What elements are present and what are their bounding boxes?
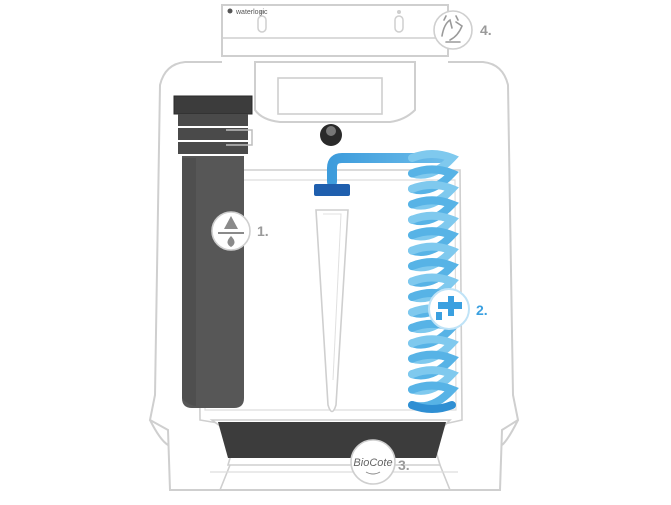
callout-4: 4. xyxy=(433,10,492,50)
coil-turn xyxy=(408,227,459,256)
coil-turn xyxy=(408,335,459,364)
brand-logo-icon xyxy=(227,8,233,14)
coil-turn xyxy=(408,150,459,179)
coil-turn xyxy=(408,196,459,226)
biocote-logo: BioCote xyxy=(353,457,393,475)
callout-1-number: 1. xyxy=(257,223,269,239)
callout-3-number: 3. xyxy=(398,457,410,473)
biocote-label: BioCote xyxy=(353,457,392,469)
coil-turn xyxy=(408,211,459,241)
coil-base xyxy=(408,401,456,413)
uv-probe xyxy=(315,209,349,413)
top-panel: waterlogic xyxy=(221,4,449,57)
callout-2-number: 2. xyxy=(476,302,488,318)
coil-turn xyxy=(408,258,459,287)
callout-2: 2. xyxy=(428,288,488,330)
coil-turn xyxy=(408,350,459,380)
dispense-button xyxy=(320,124,342,146)
coil-turn xyxy=(408,273,459,303)
filter-cartridge xyxy=(173,95,253,408)
display-housing xyxy=(254,61,416,123)
water-drop-icon xyxy=(218,216,244,247)
brand-label: waterlogic xyxy=(235,9,268,16)
drip-tray xyxy=(209,419,458,491)
callout-4-number: 4. xyxy=(480,22,492,38)
water-tap-icon xyxy=(436,296,462,320)
dispense-nozzle xyxy=(314,184,350,196)
callout-3: BioCote 3. xyxy=(350,439,410,485)
hand-wash-icon xyxy=(441,15,463,43)
panel-slot-right xyxy=(394,15,404,33)
cooling-pipe xyxy=(314,153,445,196)
coil-turn xyxy=(408,180,459,210)
coil-turn xyxy=(408,242,459,272)
cooling-coil xyxy=(408,150,459,413)
coil-turn xyxy=(408,165,459,195)
callout-1: 1. xyxy=(211,211,269,251)
panel-slot-left xyxy=(257,15,267,33)
display-screen xyxy=(277,77,383,115)
coil-turn xyxy=(408,366,459,395)
